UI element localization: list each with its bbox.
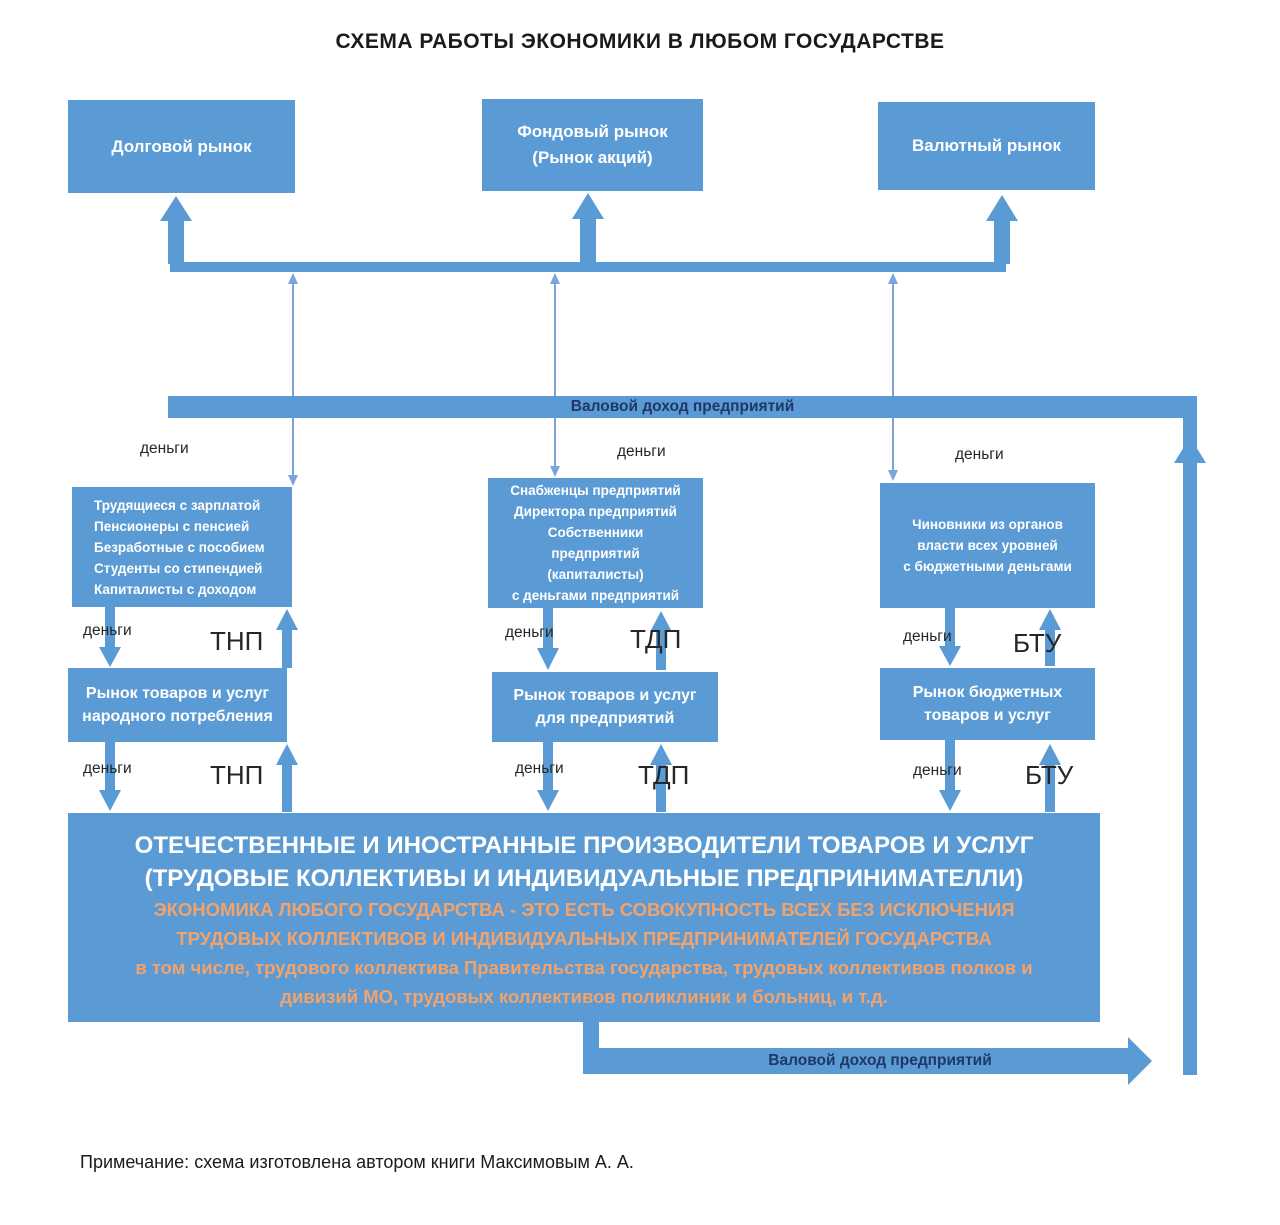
bottom-bar [583,1048,1128,1074]
btu-label-upper: БТУ [1013,628,1062,658]
households-line: Капиталисты с доходом [94,581,257,597]
gap2-arrows [99,740,1061,812]
tnp-up-arrow-2 [276,744,298,812]
double-arrow-suppliers [550,273,560,477]
money-label-low-center: деньги [515,760,564,777]
suppliers-line: Директора предприятий [514,504,677,519]
producers-orange-text1: ЭКОНОМИКА ЛЮБОГО ГОСУДАРСТВА - ЭТО ЕСТЬ … [153,899,1015,949]
enterprise-market-box: Рынок товаров и услуг для предприятий [492,672,718,742]
gross-income-return-loop [583,396,1206,1085]
officials-box: Чиновники из органов власти всех уровней… [880,483,1095,608]
money-label-low-right: деньги [913,762,962,779]
enterprise-market-label: Рынок товаров и услуг для предприятий [513,687,697,727]
consumer-market-box: Рынок товаров и услуг народного потребле… [68,668,287,742]
btu-up-arrow-2 [1039,744,1061,812]
tnp-label-upper: ТНП [210,626,264,656]
tnp-up-arrow-1 [276,609,298,668]
money-label-mid-right: деньги [903,628,952,645]
gross-income-top-label: Валовой доход предприятий [570,398,795,415]
suppliers-line: Снабженцы предприятий [510,483,681,498]
money-down-arrow-center-1 [537,608,559,670]
currency-market-box: Валютный рынок [878,102,1095,190]
households-line: Безработные с пособием [94,539,265,555]
money-down-arrow-right-2 [939,740,961,811]
officials-line: с бюджетными деньгами [903,559,1072,574]
footnote: Примечание: схема изготовлена автором кн… [80,1152,634,1172]
suppliers-line: (капиталисты) [547,567,644,582]
stock-market-label-line1: Фондовый рынок [517,122,668,141]
producers-box: ОТЕЧЕСТВЕННЫЕ И ИНОСТРАННЫЕ ПРОИЗВОДИТЕЛ… [68,813,1100,1022]
double-arrow-officials [888,273,898,481]
stock-market-box: Фондовый рынок (Рынок акций) [482,99,703,191]
money-label-top-left: деньги [140,440,189,457]
households-line: Пенсионеры с пенсией [94,518,250,534]
money-label-top-right: деньги [955,446,1004,463]
up-arrow-stock-market [572,193,604,264]
households-line: Студенты со стипендией [94,560,263,576]
consumer-market-label: Рынок товаров и услуг народного потребле… [82,685,273,725]
budget-market-label: Рынок бюджетных товаров и услуг [912,684,1063,724]
money-down-arrow-center-2 [537,742,559,811]
tnp-label-lower: ТНП [210,760,264,790]
money-label-mid-center: деньги [505,624,554,641]
officials-line: Чиновники из органов [912,517,1063,532]
money-label-top-center: деньги [617,443,666,460]
households-box: Трудящиеся с зарплатой Пенсионеры с пенс… [72,487,292,607]
gross-income-top-bar: Валовой доход предприятий [168,396,1197,418]
producers-orange-text2: в том числе, трудового коллектива Правит… [135,957,1033,1007]
btu-label-lower: БТУ [1025,760,1074,790]
up-arrow-currency-market [986,195,1018,264]
producers-title-line1: ОТЕЧЕСТВЕННЫЕ И ИНОСТРАННЫЕ ПРОИЗВОДИТЕЛ… [134,832,1034,859]
officials-line: власти всех уровней [917,538,1058,553]
suppliers-box: Снабженцы предприятий Директора предприя… [488,478,703,608]
double-arrow-households [288,273,298,486]
money-label-mid-left: деньги [83,622,132,639]
up-arrow-debt-market [160,196,192,264]
debt-market-box: Долговой рынок [68,100,295,193]
top-connector [160,193,1018,272]
tdp-label-lower: ТДП [638,760,690,790]
page-title: СХЕМА РАБОТЫ ЭКОНОМИКИ В ЛЮБОМ ГОСУДАРСТ… [335,30,945,53]
suppliers-line: предприятий [551,546,640,561]
gap1-arrows [99,607,1061,670]
right-arrowhead [1128,1037,1152,1085]
tdp-label-upper: ТДП [630,624,682,654]
column-up-arrowhead [1174,437,1206,463]
btu-up-arrow-1 [1039,609,1061,666]
money-down-arrow-right-1 [939,608,961,666]
money-down-arrow-left-2 [99,742,121,811]
tdp-up-arrow-2 [650,744,672,812]
money-label-low-left: деньги [83,760,132,777]
suppliers-line: с деньгами предприятий [511,588,680,603]
households-line: Трудящиеся с зарплатой [94,497,261,513]
currency-market-label: Валютный рынок [912,136,1061,155]
producers-title-line2: (ТРУДОВЫЕ КОЛЛЕКТИВЫ И ИНДИВИДУАЛЬНЫЕ ПР… [144,865,1024,892]
budget-market-box: Рынок бюджетных товаров и услуг [880,668,1095,740]
suppliers-line: Собственники [547,525,644,540]
tdp-up-arrow-1 [650,611,672,670]
right-return-column [1183,396,1197,1075]
thin-double-arrows [288,273,898,486]
stock-market-label-line2: (Рынок акций) [532,148,653,167]
money-down-arrow-left-1 [99,607,121,667]
gross-income-bottom-label: Валовой доход предприятий [768,1052,992,1069]
debt-market-label: Долговой рынок [111,136,252,156]
